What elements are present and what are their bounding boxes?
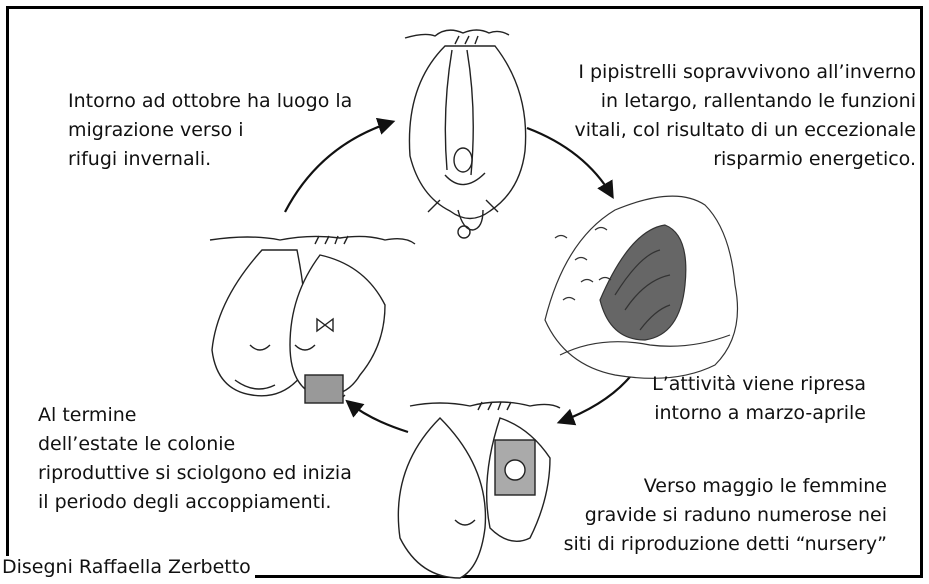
- caption-winter-hibernation: I pipistrelli sopravvivono all’inverno i…: [536, 58, 916, 174]
- hibernating-bat-drawing: [405, 30, 526, 238]
- caption-autumn-migration: Intorno ad ottobre ha luogo la migrazion…: [68, 87, 352, 174]
- mating-bats-drawing: [210, 236, 415, 403]
- caption-summer-mating: Al termine dell’estate le colonie riprod…: [38, 401, 352, 517]
- cave-drawing: [545, 196, 738, 378]
- caption-spring-activity: L’attività viene ripresa intorno a marzo…: [586, 370, 866, 428]
- caption-may-nursery: Verso maggio le femmine gravide si radun…: [507, 472, 887, 559]
- illustration-credit: Disegni Raffaella Zerbetto: [2, 556, 255, 578]
- cycle-arrow-nursery-to-mating: [348, 402, 408, 432]
